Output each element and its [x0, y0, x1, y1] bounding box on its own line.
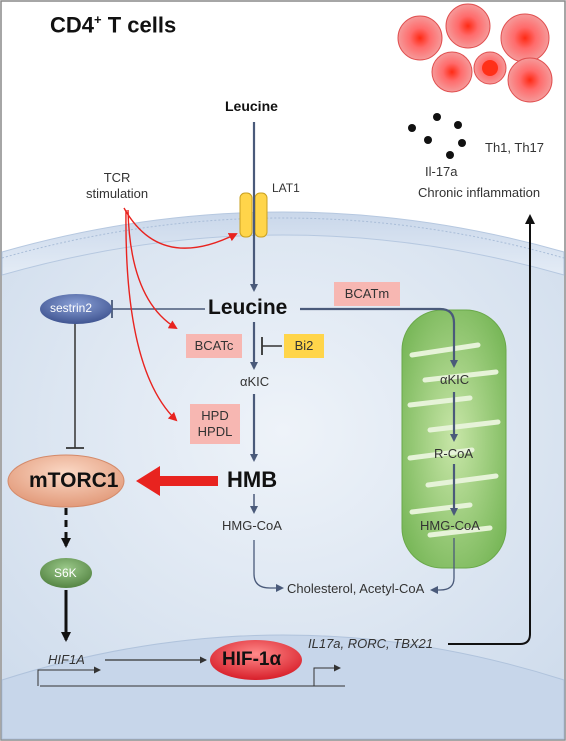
il17a-dots	[408, 113, 466, 159]
target-genes-label: IL17a, RORC, TBX21	[308, 636, 433, 651]
tcr-stimulation-arrows	[123, 207, 238, 422]
hif1a-protein-label: HIF-1α	[222, 649, 282, 670]
mtorc1-label: mTORC1	[29, 469, 119, 492]
sestrin2-node	[40, 294, 112, 324]
hif1a-gene-label: HIF1A	[48, 652, 85, 667]
mito-hmgcoa-to-cholesterol-arrow	[430, 538, 455, 594]
page-title: CD4+ T cells	[50, 12, 177, 38]
mtorc1-node	[7, 454, 125, 508]
hmgcoa-mito-label: HMG-CoA	[420, 518, 480, 533]
hif1a-node	[210, 640, 302, 680]
s6k-node	[40, 558, 92, 588]
hmb-label: HMB	[227, 467, 278, 492]
il17a-label: Il-17a	[425, 164, 458, 179]
lat1-label: LAT1	[272, 181, 300, 195]
leucine-to-mito-arrow	[300, 307, 458, 368]
lat1-transporter-icon	[239, 192, 268, 238]
leucine-label: Leucine	[208, 296, 288, 319]
target-promoter-arrow	[313, 664, 341, 686]
th-cell-cluster	[397, 3, 553, 103]
hif1a-promoter-arrow	[37, 666, 101, 686]
rcoa-label: R-CoA	[434, 446, 474, 461]
hmb-activates-mtorc1-arrow	[136, 466, 218, 496]
bcatm-enzyme: BCATm	[334, 282, 400, 306]
akic-cytosol-label: αKIC	[240, 374, 270, 389]
leucine-extracellular-label: Leucine	[225, 98, 278, 114]
th-cells-label: Th1, Th17	[485, 140, 545, 155]
hmgcoa-cytosol-label: HMG-CoA	[222, 518, 282, 533]
akic-mito-label: αKIC	[440, 372, 470, 387]
genes-to-inflammation-arrow	[448, 214, 535, 645]
hpd-hpdl-enzyme: HPD HPDL	[190, 404, 240, 444]
nucleus	[1, 634, 565, 740]
bcatc-enzyme: BCATc	[186, 334, 242, 358]
sestrin2-label: sestrin2	[50, 301, 93, 315]
chronic-inflammation-label: Chronic inflammation	[418, 185, 541, 200]
s6k-label: S6K	[54, 566, 77, 580]
membrane-texture	[1, 217, 565, 259]
bi2-inhibitor: Bi2	[284, 334, 324, 358]
hmgcoa-to-cholesterol-arrow	[253, 540, 284, 592]
cholesterol-acetylcoa-label: Cholesterol, Acetyl-CoA	[287, 581, 425, 596]
tcr-stimulation-label: TCR stimulation	[86, 170, 149, 201]
